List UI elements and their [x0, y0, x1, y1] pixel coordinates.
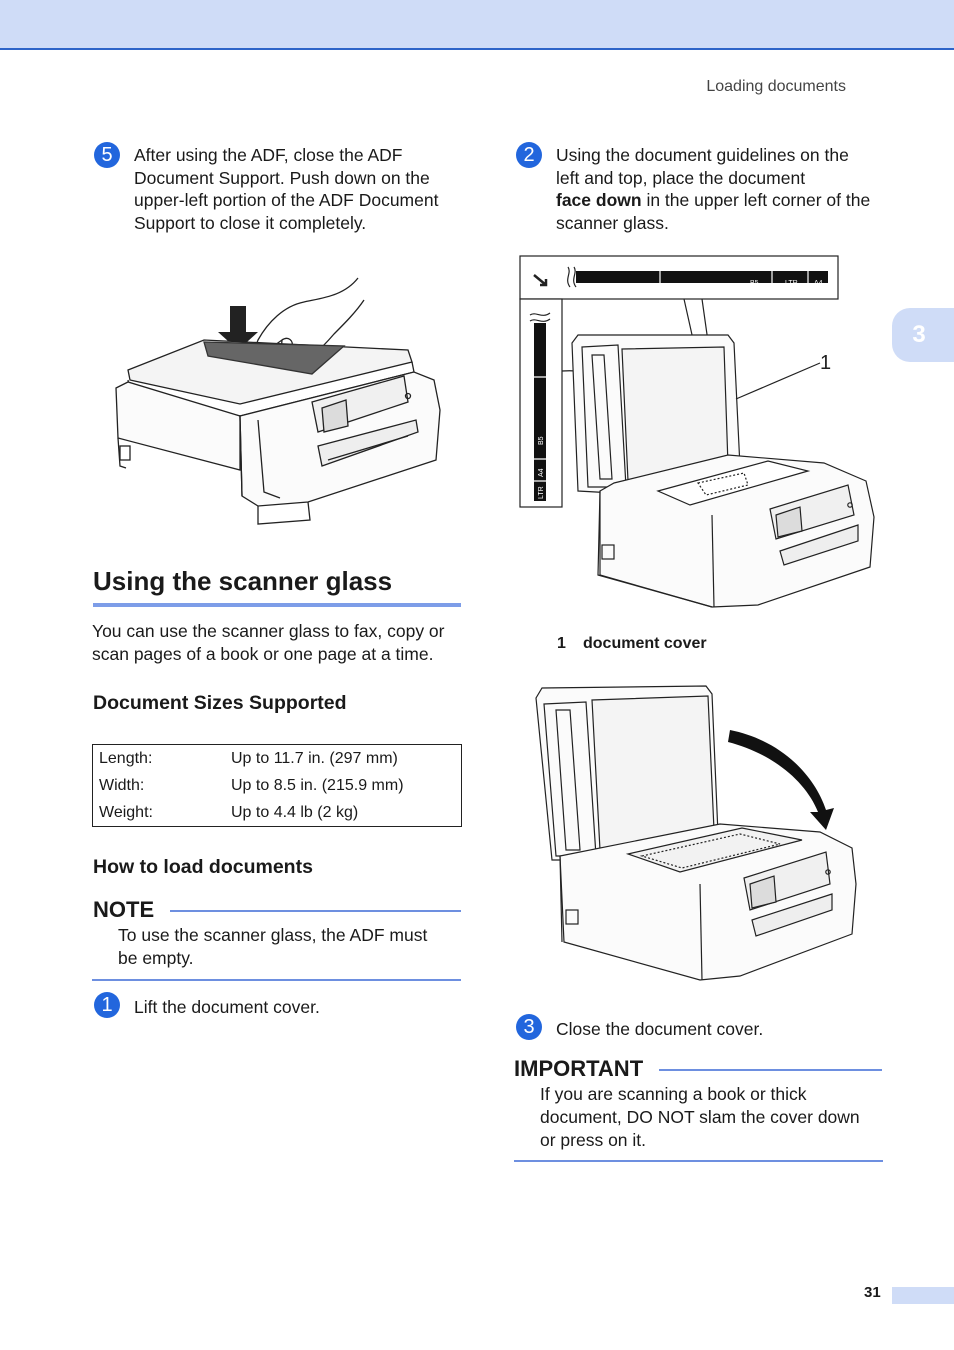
table-row: Weight: Up to 4.4 lb (2 kg): [93, 799, 462, 827]
size-label: Width:: [99, 776, 145, 794]
page-number: 31: [864, 1284, 881, 1301]
step-2-line: left and top, place the document: [556, 167, 806, 188]
intro-paragraph: You can use the scanner glass to fax, co…: [92, 620, 445, 666]
step-5-line: After using the ADF, close the ADF: [134, 145, 403, 165]
step-2-line-rest: in the upper left corner of the: [641, 190, 871, 210]
adf-close-illustration: [115, 277, 441, 525]
ruler-a4-vertical: A4: [538, 468, 545, 477]
size-value: Up to 8.5 in. (215.9 mm): [231, 776, 404, 794]
important-line: If you are scanning a book or thick: [540, 1084, 807, 1104]
step-2-line: face down in the upper left corner of th…: [556, 189, 870, 212]
section-title: Using the scanner glass: [93, 566, 461, 607]
note-label: NOTE: [93, 897, 155, 922]
size-label: Length:: [99, 749, 153, 767]
step-5-line: upper-left portion of the ADF Document: [134, 190, 439, 210]
step-2-text: Using the document guidelines on the lef…: [556, 144, 870, 234]
caption-number: 1: [557, 635, 566, 652]
figure-caption: 1 document cover: [557, 635, 707, 653]
doc-sizes-heading: Document Sizes Supported: [93, 692, 347, 714]
scanner-glass-guides-illustration: 1 B5 LTR A4 B5 A4 LTR: [519, 255, 875, 608]
top-header-band: [0, 0, 954, 50]
ruler-ltr-vertical: LTR: [538, 486, 545, 499]
table-row: Width: Up to 8.5 in. (215.9 mm): [93, 772, 462, 799]
important-rule: [659, 1069, 882, 1071]
size-value: Up to 4.4 lb (2 kg): [231, 803, 359, 821]
doc-sizes-table: Length: Up to 11.7 in. (297 mm) Width: U…: [92, 744, 462, 827]
size-value: Up to 11.7 in. (297 mm): [231, 749, 398, 767]
note-line: To use the scanner glass, the ADF must: [118, 925, 428, 945]
important-header: IMPORTANT: [514, 1056, 882, 1082]
step-3-text: Close the document cover.: [556, 1019, 764, 1039]
note-rule: [170, 910, 461, 912]
running-header: Loading documents: [706, 78, 846, 95]
page-footer-tab: [892, 1287, 954, 1304]
chapter-number: 3: [912, 321, 926, 348]
important-label: IMPORTANT: [514, 1056, 644, 1081]
important-bottom-rule: [514, 1160, 883, 1162]
note-bottom-rule: [92, 979, 461, 981]
callout-number: 1: [820, 352, 831, 374]
how-to-heading: How to load documents: [93, 856, 313, 878]
face-down-emphasis: face down: [556, 190, 642, 210]
step-3-badge: 3: [516, 1014, 542, 1040]
step-2-line: Using the document guidelines on the: [556, 145, 849, 165]
important-line: document, DO NOT slam the cover down: [540, 1107, 860, 1127]
step-1-badge: 1: [94, 992, 120, 1018]
step-5-line: Document Support. Push down on the: [134, 167, 430, 188]
size-label: Weight:: [99, 803, 153, 821]
close-cover-illustration: [535, 685, 857, 981]
note-header: NOTE: [93, 897, 461, 923]
step-5-badge: 5: [94, 142, 120, 168]
step-1-text: Lift the document cover.: [134, 997, 320, 1017]
step-2-badge: 2: [516, 142, 542, 168]
important-line: or press on it.: [540, 1130, 647, 1150]
table-row: Length: Up to 11.7 in. (297 mm): [93, 745, 462, 773]
ruler-b5-vertical: B5: [538, 436, 545, 445]
chapter-tab: 3: [892, 308, 954, 362]
important-text: If you are scanning a book or thick docu…: [540, 1083, 860, 1152]
step-2-line: scanner glass.: [556, 212, 669, 233]
note-text: To use the scanner glass, the ADF must b…: [118, 924, 427, 970]
intro-line: You can use the scanner glass to fax, co…: [92, 621, 445, 641]
caption-text: document cover: [583, 635, 707, 652]
ruler-a4: A4: [814, 280, 823, 287]
ruler-ltr: LTR: [785, 280, 798, 287]
ruler-b5: B5: [750, 280, 759, 287]
intro-line: scan pages of a book or one page at a ti…: [92, 644, 434, 664]
note-line: be empty.: [118, 948, 194, 968]
step-5-line: Support to close it completely.: [134, 212, 367, 233]
step-5-text: After using the ADF, close the ADF Docum…: [134, 144, 438, 234]
